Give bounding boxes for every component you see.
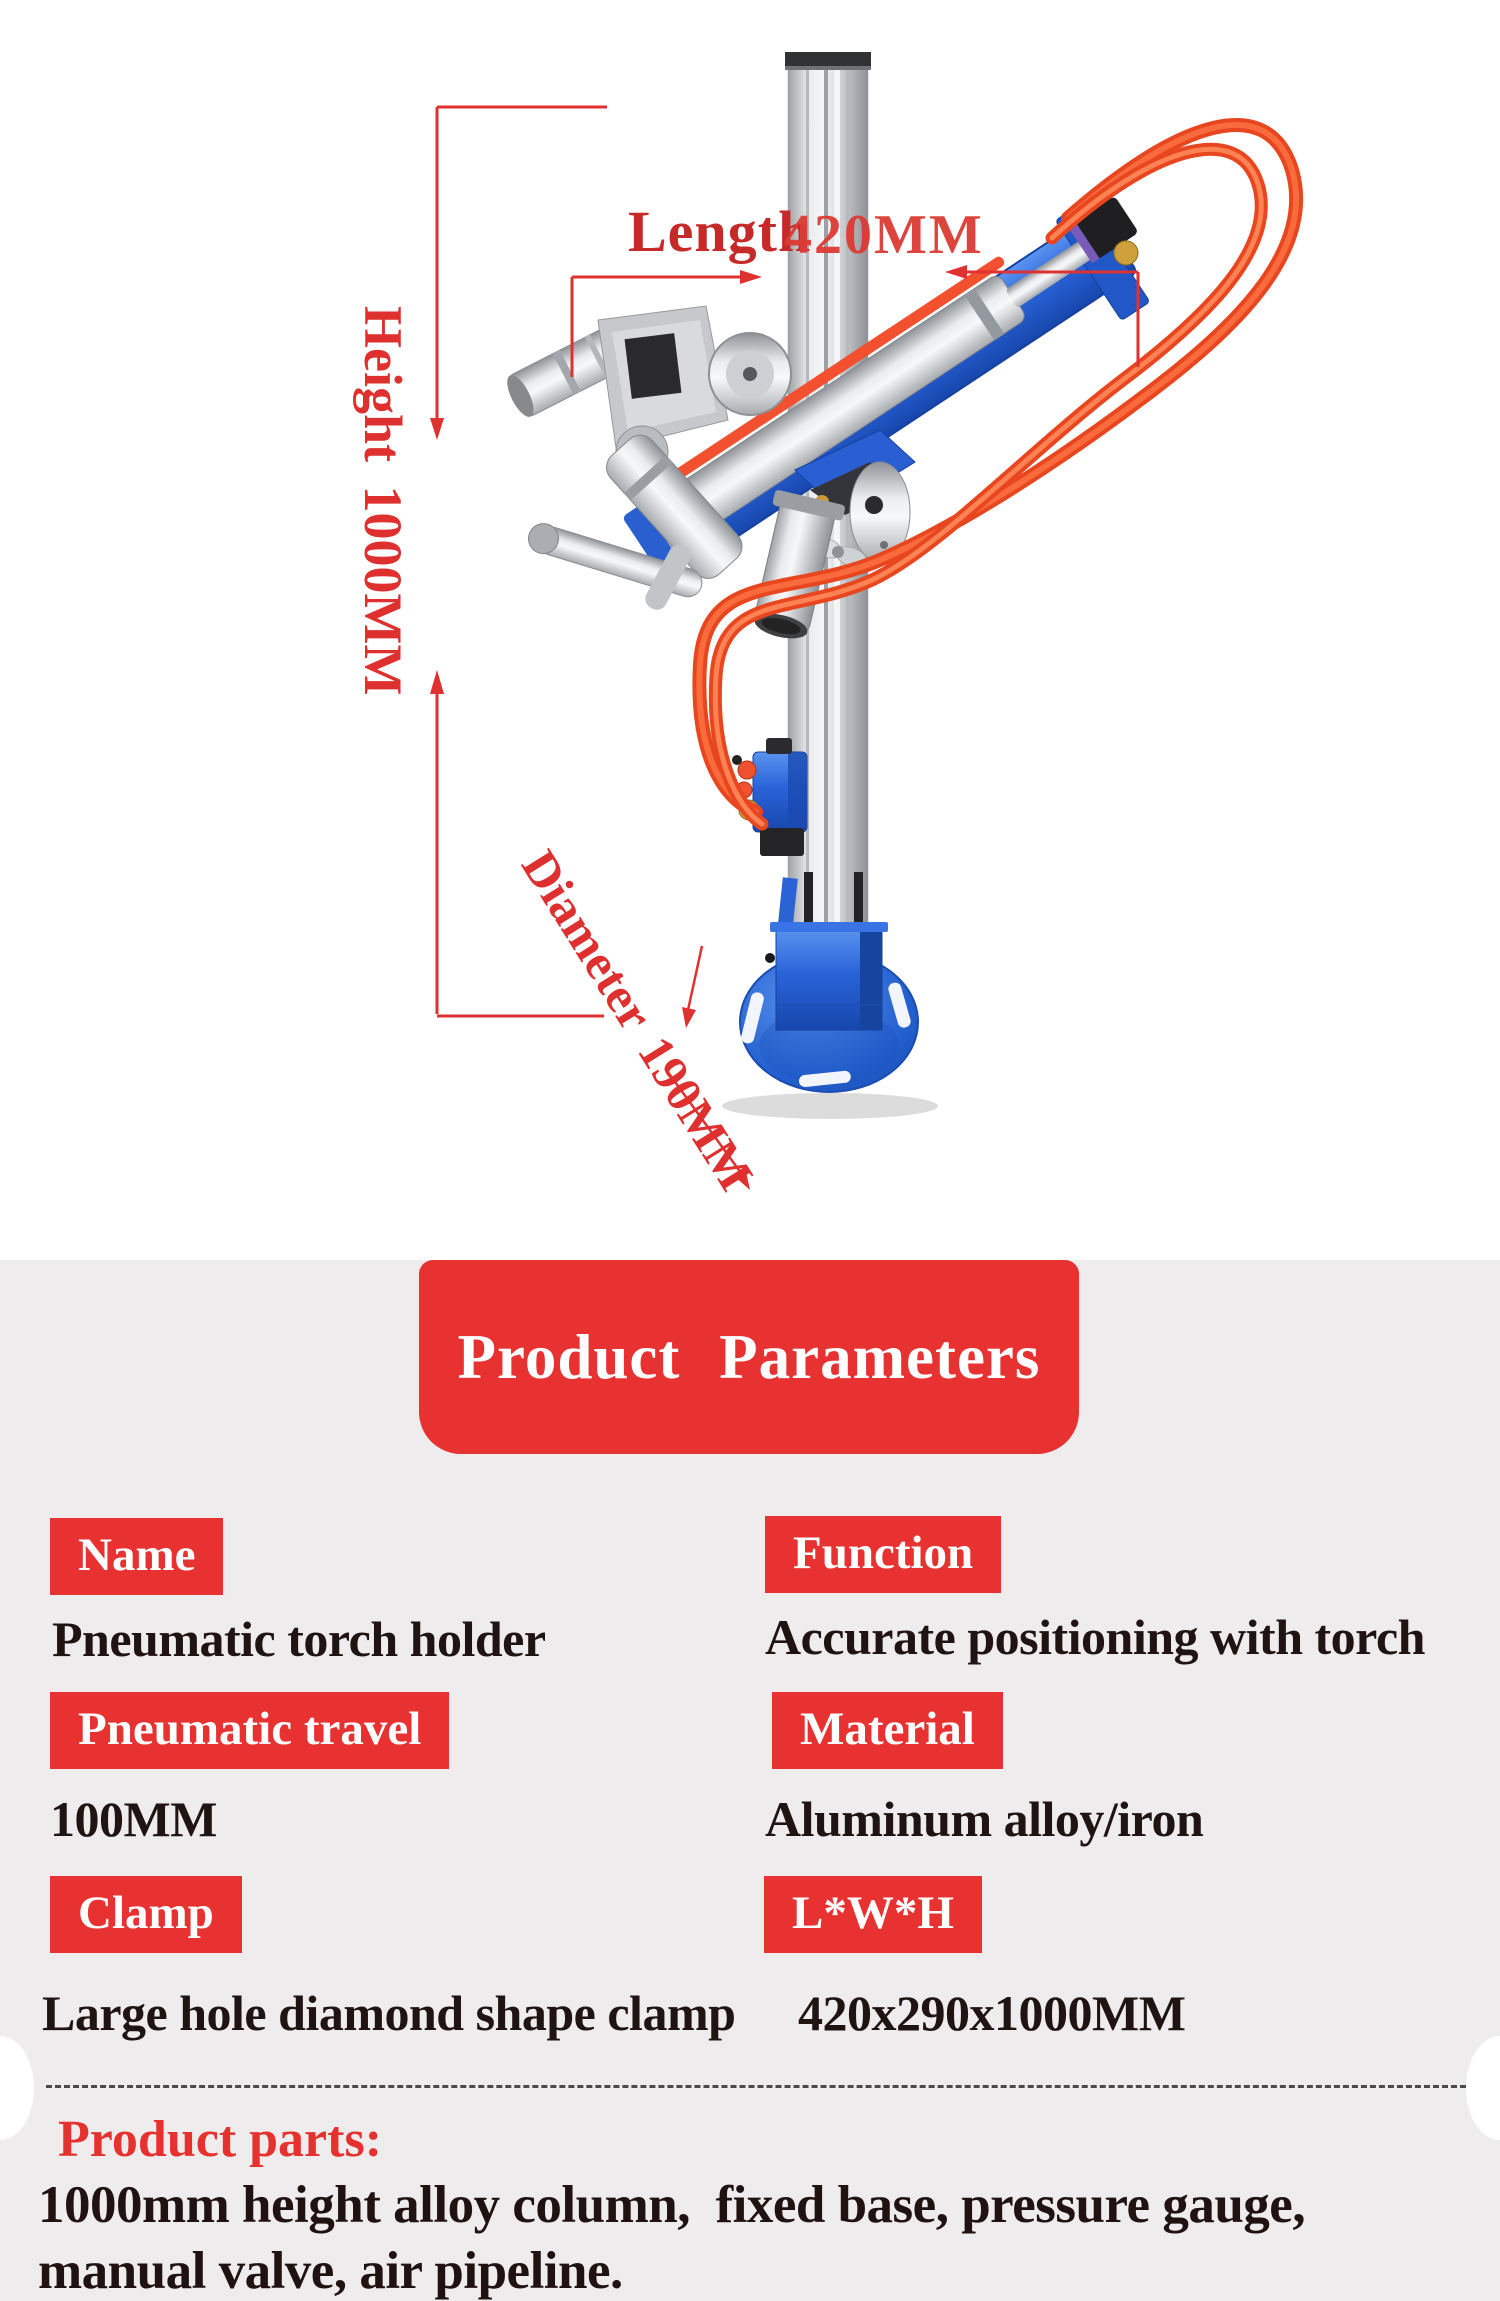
section-banner-title: Product Parameters xyxy=(457,1321,1041,1392)
height-dimension-label: Height 1000MM xyxy=(353,306,413,696)
param-label-lwh: L*W*H xyxy=(764,1876,982,1953)
pneumatic-torch-holder-illustration xyxy=(430,52,1304,1190)
product-photo-area: Length 420MM Height 1000MM Diameter 190M… xyxy=(353,52,1304,1200)
param-value-pneumatic-travel: 100MM xyxy=(50,1791,217,1847)
product-parts-line1: 1000mm height alloy column, fixed base, … xyxy=(38,2176,1306,2234)
param-value-lwh: 420x290x1000MM xyxy=(798,1985,1186,2041)
param-label-name: Name xyxy=(50,1518,224,1595)
param-label-material: Material xyxy=(772,1692,1003,1769)
fixed-base xyxy=(722,922,938,1119)
air-hoses xyxy=(692,117,1304,831)
param-value-function: Accurate positioning with torch xyxy=(765,1609,1425,1665)
param-label-clamp: Clamp xyxy=(50,1876,242,1953)
torch-clamp-assembly xyxy=(507,305,868,639)
param-value-material: Aluminum alloy/iron xyxy=(765,1791,1204,1847)
section-banner: Product Parameters xyxy=(419,1260,1079,1454)
dimension-lines xyxy=(430,105,1140,1190)
length-dimension-value: 420MM xyxy=(784,204,984,266)
param-label-function: Function xyxy=(765,1516,1002,1593)
carriage-bracket xyxy=(794,429,916,563)
param-value-name: Pneumatic torch holder xyxy=(52,1611,546,1667)
param-value-clamp: Large hole diamond shape clamp xyxy=(42,1985,736,2041)
param-label-pneumatic-travel: Pneumatic travel xyxy=(50,1692,450,1769)
pneumatic-cylinder xyxy=(623,197,1149,567)
product-parts-heading: Product parts: xyxy=(58,2111,383,2168)
length-dimension-label: Length xyxy=(628,199,812,264)
manual-valve xyxy=(732,738,808,937)
product-parts-line2: manual valve, air pipeline. xyxy=(38,2242,623,2300)
dashed-divider xyxy=(46,2085,1466,2088)
